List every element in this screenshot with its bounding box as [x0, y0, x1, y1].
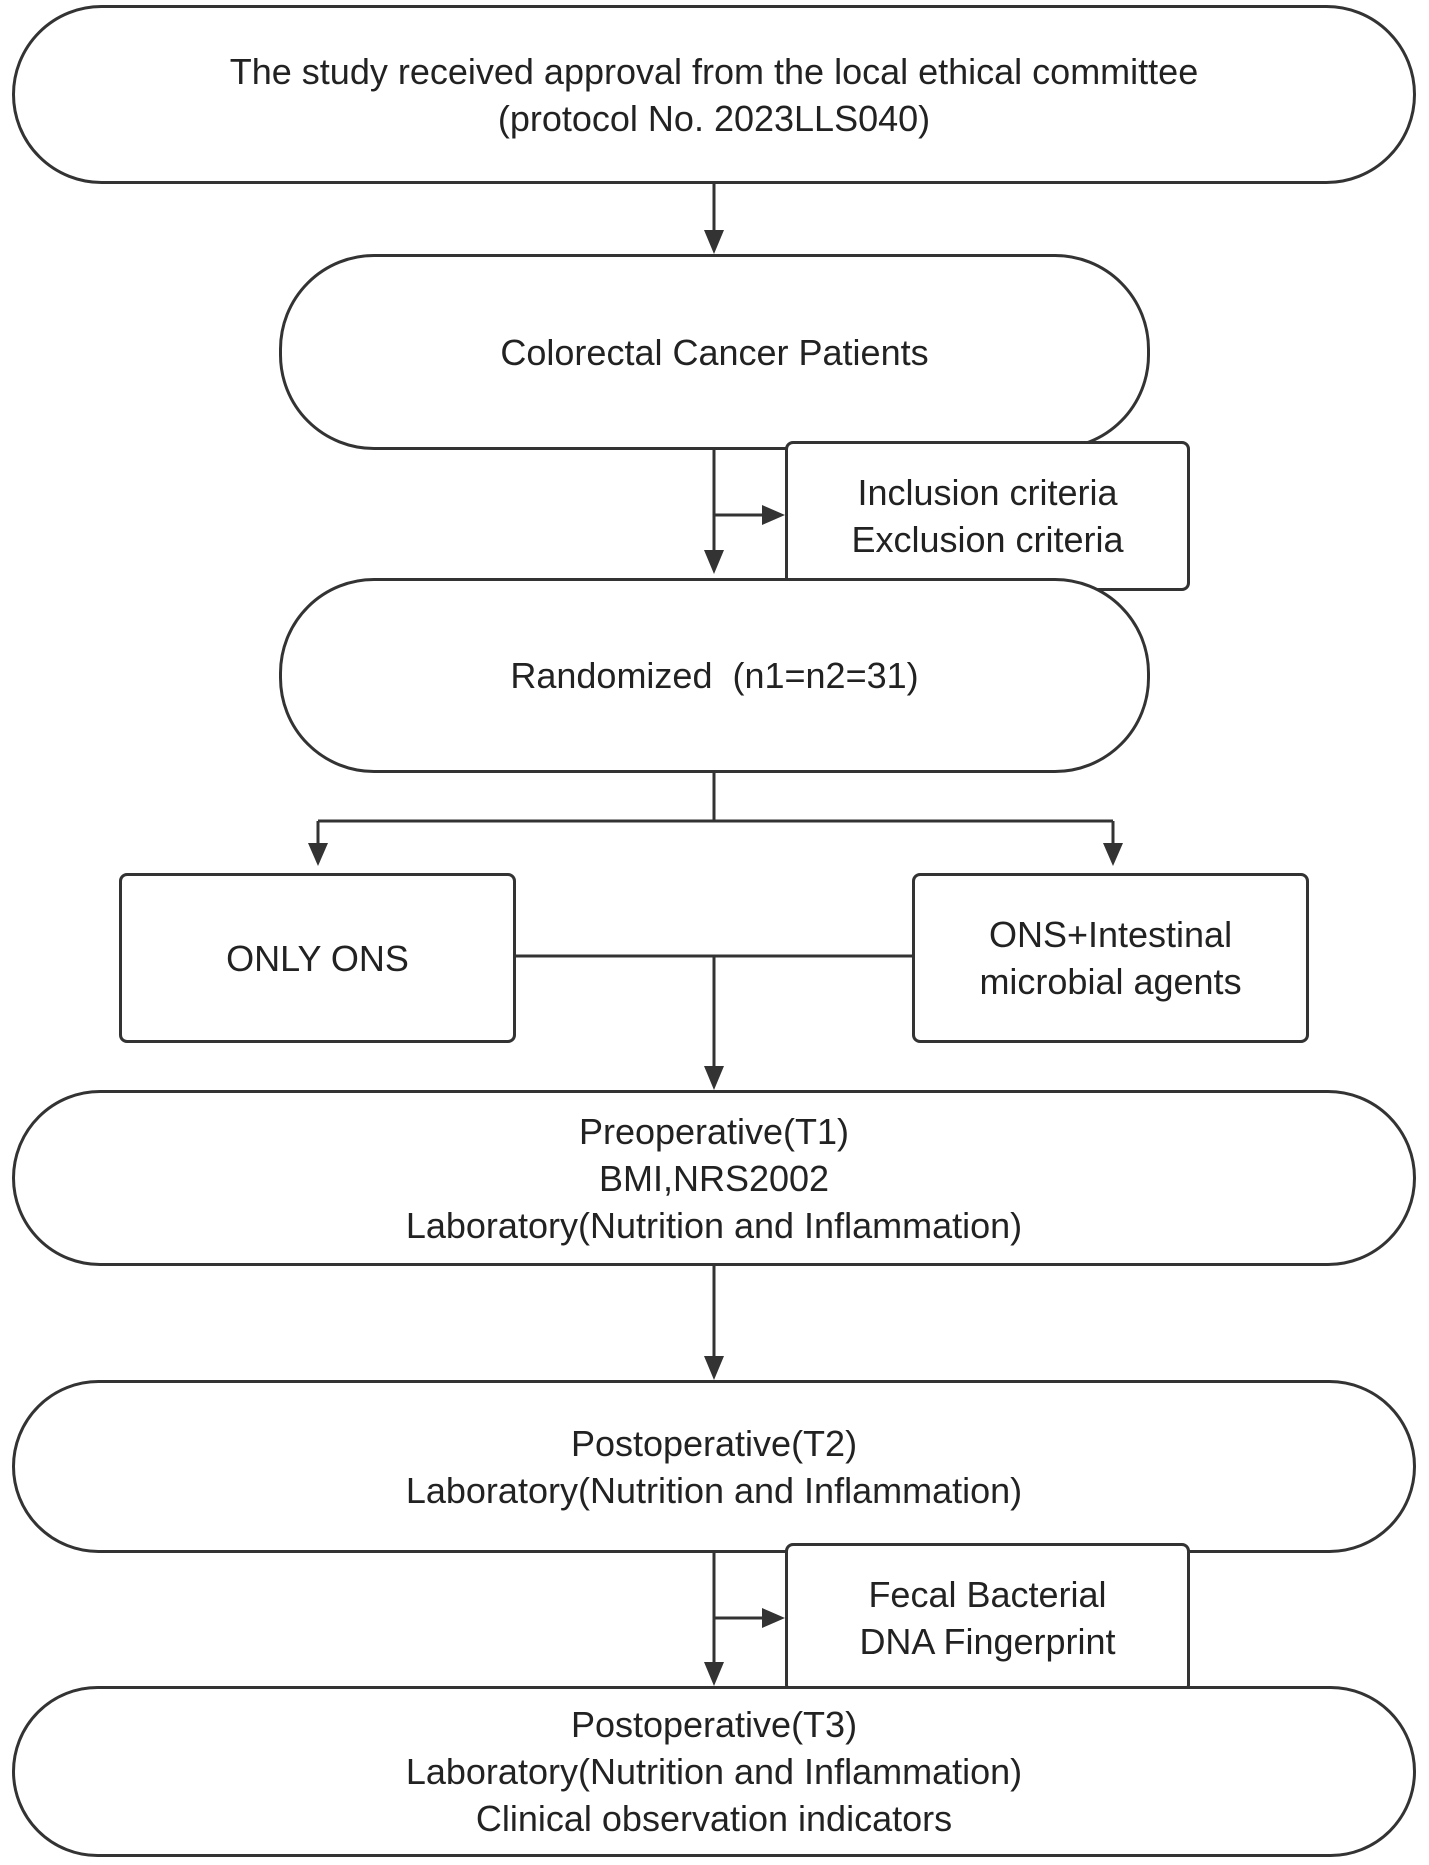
- approval-node: The study received approval from the loc…: [12, 5, 1416, 184]
- t3-line-1: Postoperative(T3): [570, 1704, 858, 1745]
- only-ons-label: ONLY ONS: [226, 937, 409, 979]
- patients-node: Colorectal Cancer Patients: [279, 254, 1150, 450]
- fecal-line-1: Fecal Bacterial: [868, 1574, 1107, 1615]
- only-ons-node: ONLY ONS: [119, 873, 516, 1043]
- t1-line-2: BMI,NRS2002: [598, 1157, 830, 1199]
- t2-node: Postoperative(T2) Laboratory(Nutrition a…: [12, 1380, 1416, 1553]
- criteria-line-1: Inclusion criteria: [857, 472, 1118, 513]
- approval-line-1: The study received approval from the loc…: [229, 50, 1199, 92]
- ons-microbial-node: ONS+Intestinal microbial agents: [912, 873, 1309, 1043]
- patients-label: Colorectal Cancer Patients: [500, 331, 929, 373]
- randomized-node: Randomized (n1=n2=31): [279, 578, 1150, 773]
- t3-line-3: Clinical observation indicators: [475, 1798, 953, 1839]
- approval-line-2: (protocol No. 2023LLS040): [497, 97, 931, 139]
- fecal-node: Fecal Bacterial DNA Fingerprint: [785, 1543, 1190, 1693]
- t2-line-1: Postoperative(T2): [570, 1422, 858, 1464]
- ons-microbial-line-1: ONS+Intestinal: [988, 914, 1233, 955]
- t3-node: Postoperative(T3) Laboratory(Nutrition a…: [12, 1686, 1416, 1857]
- t1-line-1: Preoperative(T1): [578, 1110, 850, 1152]
- t2-line-2: Laboratory(Nutrition and Inflammation): [405, 1469, 1023, 1511]
- t1-line-3: Laboratory(Nutrition and Inflammation): [405, 1204, 1023, 1246]
- randomized-label: Randomized (n1=n2=31): [510, 655, 919, 696]
- criteria-node: Inclusion criteria Exclusion criteria: [785, 441, 1190, 591]
- t3-line-2: Laboratory(Nutrition and Inflammation): [405, 1751, 1023, 1792]
- t1-node: Preoperative(T1) BMI,NRS2002 Laboratory(…: [12, 1090, 1416, 1266]
- criteria-line-2: Exclusion criteria: [851, 519, 1124, 560]
- fecal-line-2: DNA Fingerprint: [859, 1621, 1116, 1662]
- ons-microbial-line-2: microbial agents: [979, 961, 1242, 1002]
